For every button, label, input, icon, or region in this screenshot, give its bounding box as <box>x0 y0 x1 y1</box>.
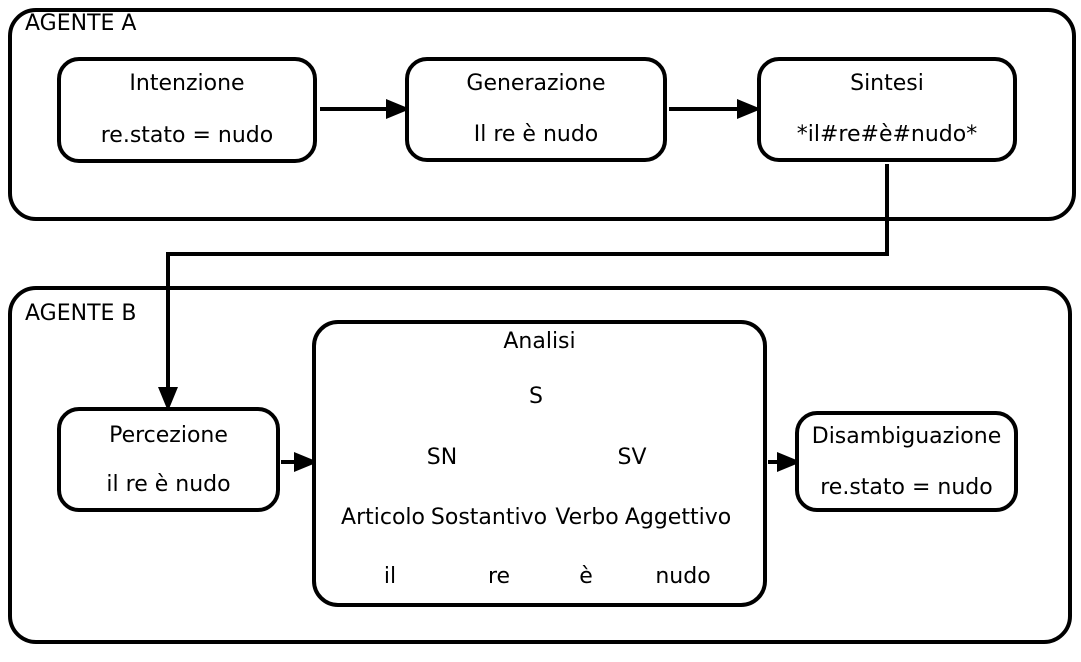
disambiguazione-title: Disambiguazione <box>811 424 1002 449</box>
tree-leaf-nudo: nudo <box>655 564 711 589</box>
agent-b-container <box>8 286 1072 644</box>
tree-node-s: S <box>529 384 543 409</box>
intenzione-box: Intenzione re.stato = nudo <box>57 57 317 163</box>
tree-leaf-re: re <box>487 564 511 589</box>
agent-b-label: AGENTE B <box>25 301 137 326</box>
generazione-content: Il re è nudo <box>473 122 599 147</box>
tree-node-verbo: Verbo <box>555 505 619 530</box>
sintesi-content: *il#re#è#nudo* <box>796 122 978 147</box>
tree-node-aggettivo: Aggettivo <box>624 505 732 530</box>
agent-a-container <box>8 8 1076 221</box>
disambiguazione-content: re.stato = nudo <box>820 475 993 500</box>
tree-leaf-il: il <box>383 564 397 589</box>
generazione-box: Generazione Il re è nudo <box>405 57 667 162</box>
disambiguazione-box: Disambiguazione re.stato = nudo <box>795 411 1018 512</box>
tree-node-articolo: Articolo <box>341 505 425 530</box>
sintesi-box: Sintesi *il#re#è#nudo* <box>757 57 1017 162</box>
tree-node-sv: SV <box>617 445 647 470</box>
sintesi-title: Sintesi <box>850 71 924 96</box>
analisi-box: Analisi <box>312 320 767 607</box>
tree-leaf-e: è <box>579 564 593 589</box>
analisi-title: Analisi <box>503 329 576 354</box>
intenzione-title: Intenzione <box>129 71 245 96</box>
agent-a-label: AGENTE A <box>25 11 137 36</box>
percezione-content: il re è nudo <box>106 472 231 497</box>
percezione-box: Percezione il re è nudo <box>57 407 280 512</box>
percezione-title: Percezione <box>109 423 228 448</box>
generazione-title: Generazione <box>466 71 606 96</box>
tree-node-sn: SN <box>426 445 458 470</box>
tree-node-sostantivo: Sostantivo <box>430 505 548 530</box>
intenzione-content: re.stato = nudo <box>100 123 274 148</box>
